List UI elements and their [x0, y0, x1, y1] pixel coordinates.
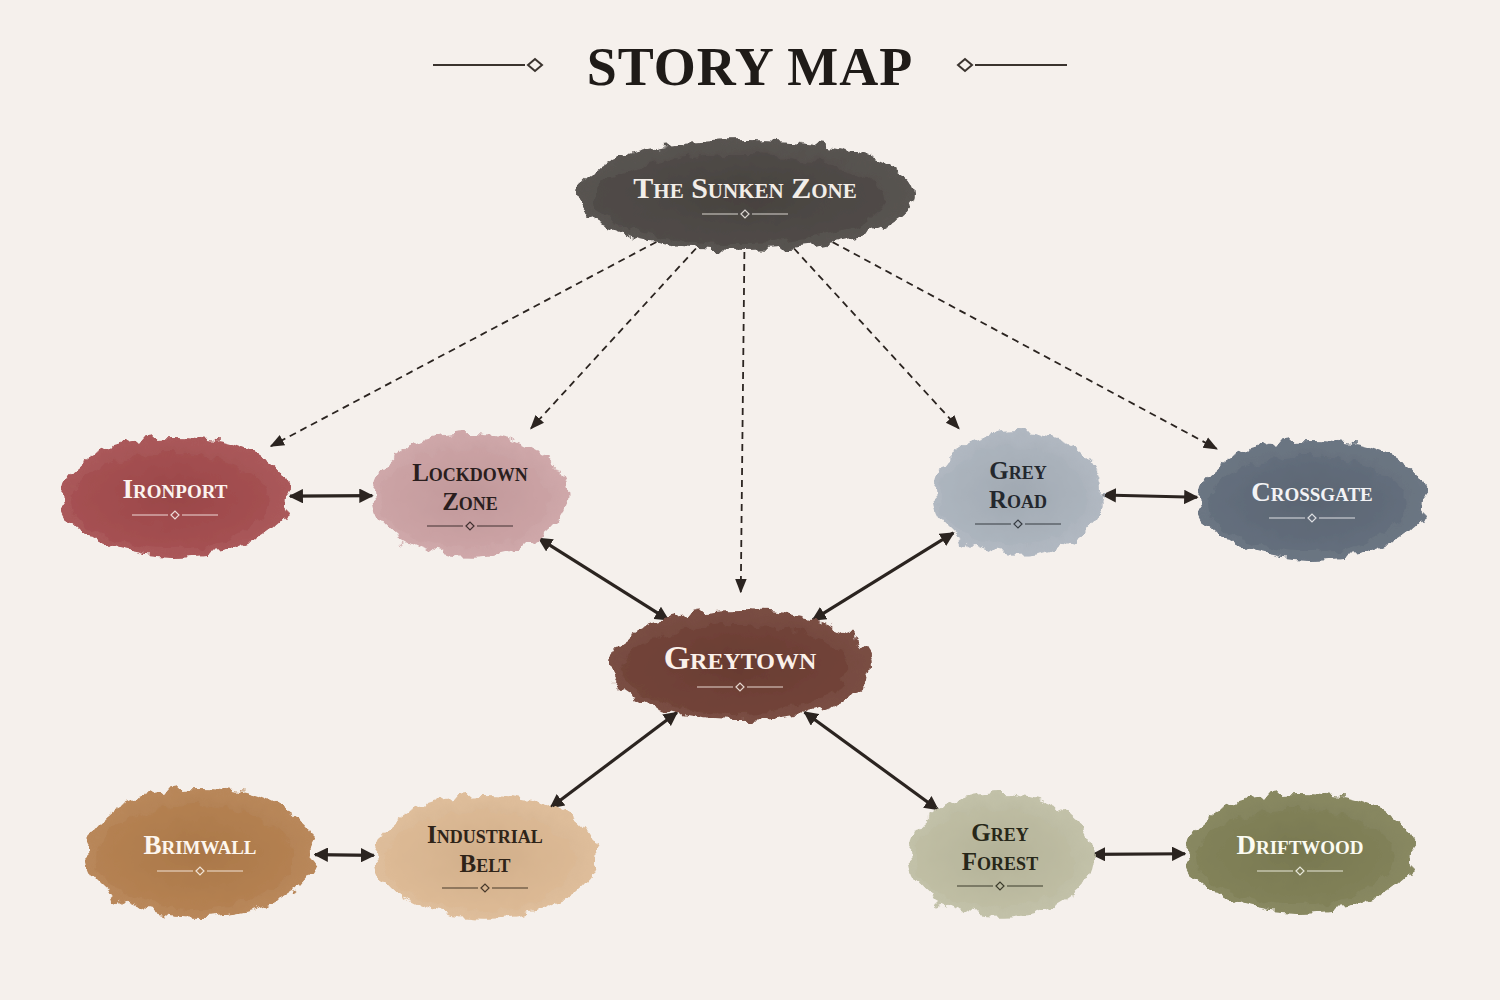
region-cloud: Driftwood: [1175, 783, 1425, 923]
region-name: Crossgate: [1251, 477, 1373, 508]
region-name: Industrial Belt: [410, 821, 560, 879]
region-cloud: Grey Road: [923, 421, 1113, 565]
divider-ornament: [425, 521, 515, 531]
divider-ornament: [695, 682, 785, 692]
divider-ornament: [700, 209, 790, 219]
two-way-arrow: [805, 712, 938, 809]
two-way-arrow: [813, 533, 954, 620]
two-way-arrow: [1103, 495, 1197, 497]
region-cloud: Crossgate: [1187, 430, 1437, 570]
dashed-arrow: [271, 242, 656, 446]
two-way-arrow: [290, 494, 372, 498]
divider-ornament: [973, 519, 1063, 529]
region-cloud: Greytown: [598, 600, 883, 730]
region-cloud: Lockdown Zone: [362, 423, 578, 567]
region-name: Driftwood: [1236, 830, 1363, 861]
two-way-arrow: [551, 713, 677, 808]
title-ornament-right: [958, 59, 1067, 71]
region-name: Grey Road: [963, 457, 1073, 515]
region-cloud: The Sunken Zone: [565, 130, 925, 260]
dashed-arrow: [794, 249, 959, 429]
region-cloud: Grey Forest: [898, 783, 1103, 927]
title-text: STORY MAP: [587, 37, 914, 97]
region-cloud: Industrial Belt: [364, 785, 607, 929]
region-cloud: Ironport: [50, 427, 300, 567]
divider-ornament: [155, 866, 245, 876]
divider-ornament: [440, 883, 530, 893]
region-name: Ironport: [123, 474, 228, 505]
two-way-arrow: [1092, 852, 1185, 856]
region-name: Lockdown Zone: [405, 459, 535, 517]
divider-ornament: [1267, 513, 1357, 523]
dashed-arrow: [833, 242, 1217, 449]
region-name: The Sunken Zone: [633, 171, 856, 206]
dashed-arrow: [531, 249, 696, 429]
two-way-arrow: [315, 853, 374, 857]
dashed-arrow: [741, 252, 745, 592]
divider-ornament: [1255, 866, 1345, 876]
title-ornament-left: [433, 59, 542, 71]
region-name: Greytown: [664, 638, 817, 677]
divider-ornament: [955, 881, 1045, 891]
two-way-arrow: [539, 538, 668, 619]
page-title: STORY MAP: [0, 36, 1500, 98]
region-name: Grey Forest: [940, 819, 1060, 877]
region-name: Brimwall: [143, 830, 256, 861]
region-cloud: Brimwall: [75, 778, 325, 928]
divider-ornament: [130, 510, 220, 520]
